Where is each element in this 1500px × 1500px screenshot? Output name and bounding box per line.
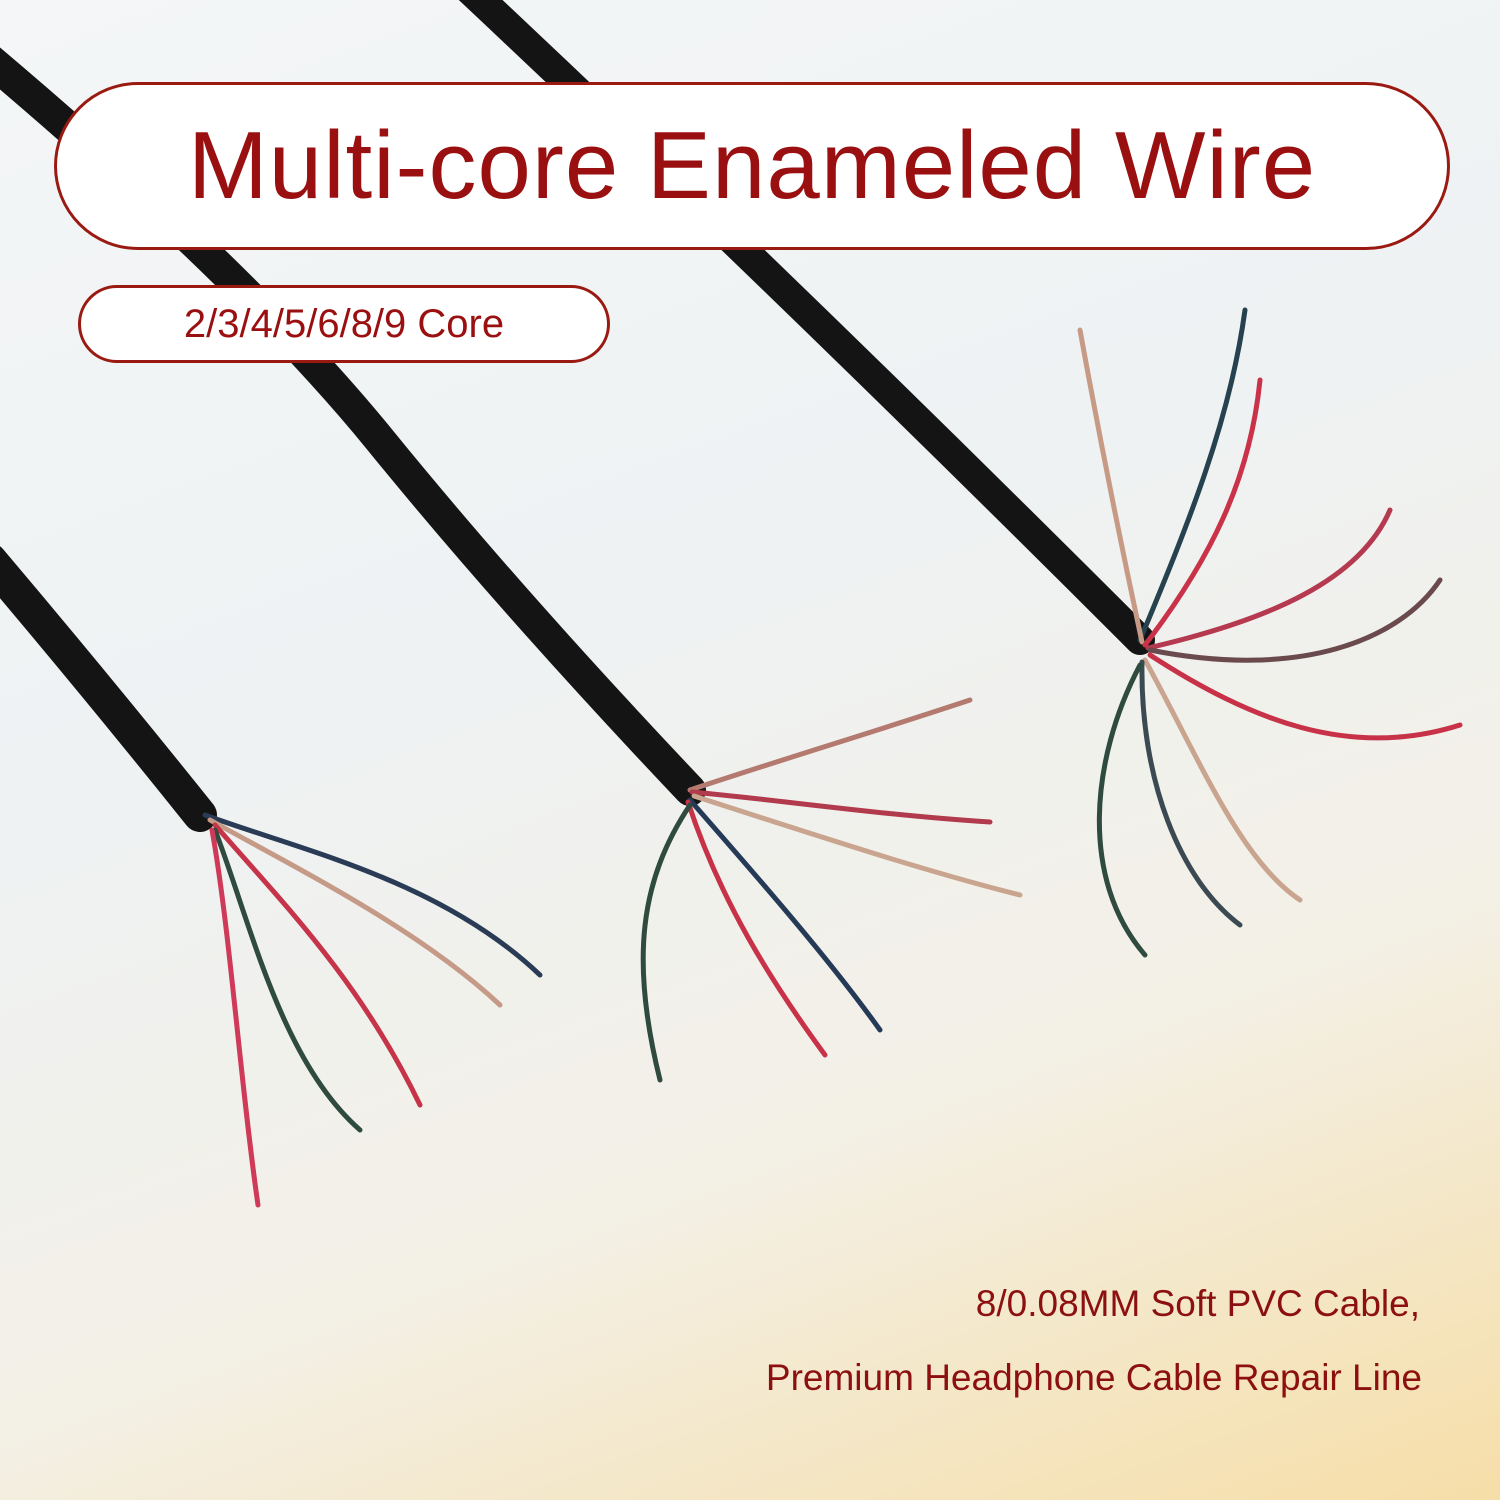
core-count-label: 2/3/4/5/6/8/9 Core <box>183 301 505 346</box>
cable-4-core <box>0 546 543 1208</box>
title-pill: Multi-core Enameled Wire <box>54 82 1450 250</box>
core-count-badge: 2/3/4/5/6/8/9 Core <box>78 285 610 363</box>
page-title: Multi-core Enameled Wire <box>187 112 1317 219</box>
description-line-1: 8/0.08MM Soft PVC Cable, <box>975 1283 1420 1324</box>
description-line-2: Premium Headphone Cable Repair Line <box>765 1357 1422 1398</box>
cable-9-core <box>458 0 1463 958</box>
